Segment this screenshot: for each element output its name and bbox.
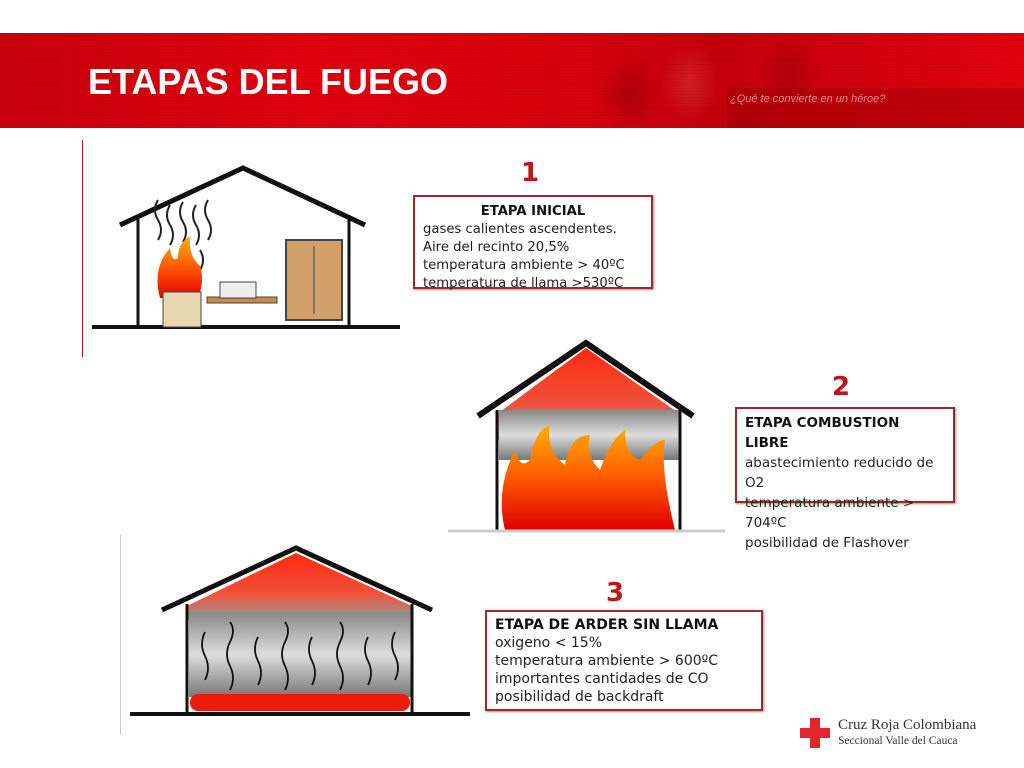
slogan-bar bbox=[727, 88, 1024, 128]
stage-detail: Aire del recinto 20,5% bbox=[423, 240, 570, 255]
stage-number: 3 bbox=[606, 578, 625, 608]
stage-detail: gases calientes ascendentes. bbox=[423, 222, 617, 237]
slogan: ¿Qué te convierte en un héroe? bbox=[730, 93, 886, 105]
divider-line bbox=[82, 140, 83, 357]
stage-heading: ETAPA INICIAL bbox=[480, 204, 586, 219]
stage-info-box: ETAPA DE ARDER SIN LLAMA oxigeno < 15% t… bbox=[485, 610, 763, 711]
stage-detail: posibilidad de backdraft bbox=[495, 689, 664, 705]
stage-detail: temperatura ambiente > 704ºC bbox=[745, 495, 915, 531]
header-banner bbox=[0, 33, 1024, 128]
stage-number: 1 bbox=[521, 158, 540, 188]
stage-heading: ETAPA COMBUSTION LIBRE bbox=[745, 415, 900, 451]
logo-name: Cruz Roja Colombiana bbox=[838, 717, 977, 733]
stage-detail: temperatura ambiente > 40ºC bbox=[423, 258, 625, 273]
stage-detail: abastecimiento reducido de O2 bbox=[745, 455, 934, 491]
red-cross-icon bbox=[800, 718, 830, 748]
stage-detail: temperatura ambiente > 600ºC bbox=[495, 653, 719, 669]
stage-heading: ETAPA DE ARDER SIN LLAMA bbox=[495, 617, 719, 633]
stage-detail: oxigeno < 15% bbox=[495, 635, 602, 651]
divider-line bbox=[120, 535, 121, 735]
house-stage-3 bbox=[130, 545, 470, 716]
logo-subtitle: Seccional Valle del Cauca bbox=[838, 735, 958, 747]
organization-logo: Cruz Roja Colombiana Seccional Valle del… bbox=[838, 717, 976, 748]
stage-number: 2 bbox=[832, 372, 851, 402]
page-title: ETAPAS DEL FUEGO bbox=[88, 61, 449, 102]
stage-info-box: ETAPA INICIAL gases calientes ascendente… bbox=[413, 195, 653, 291]
stage-info-box: ETAPA COMBUSTION LIBRE abastecimiento re… bbox=[735, 407, 955, 551]
house-stage-2 bbox=[448, 339, 725, 533]
house-stage-1 bbox=[92, 165, 400, 329]
banner-photo bbox=[590, 33, 1024, 128]
stage-detail: importantes cantidades de CO bbox=[495, 671, 709, 687]
stage-detail: posibilidad de Flashover bbox=[745, 535, 909, 551]
stage-detail: temperatura de llama >530ºC bbox=[423, 276, 624, 291]
